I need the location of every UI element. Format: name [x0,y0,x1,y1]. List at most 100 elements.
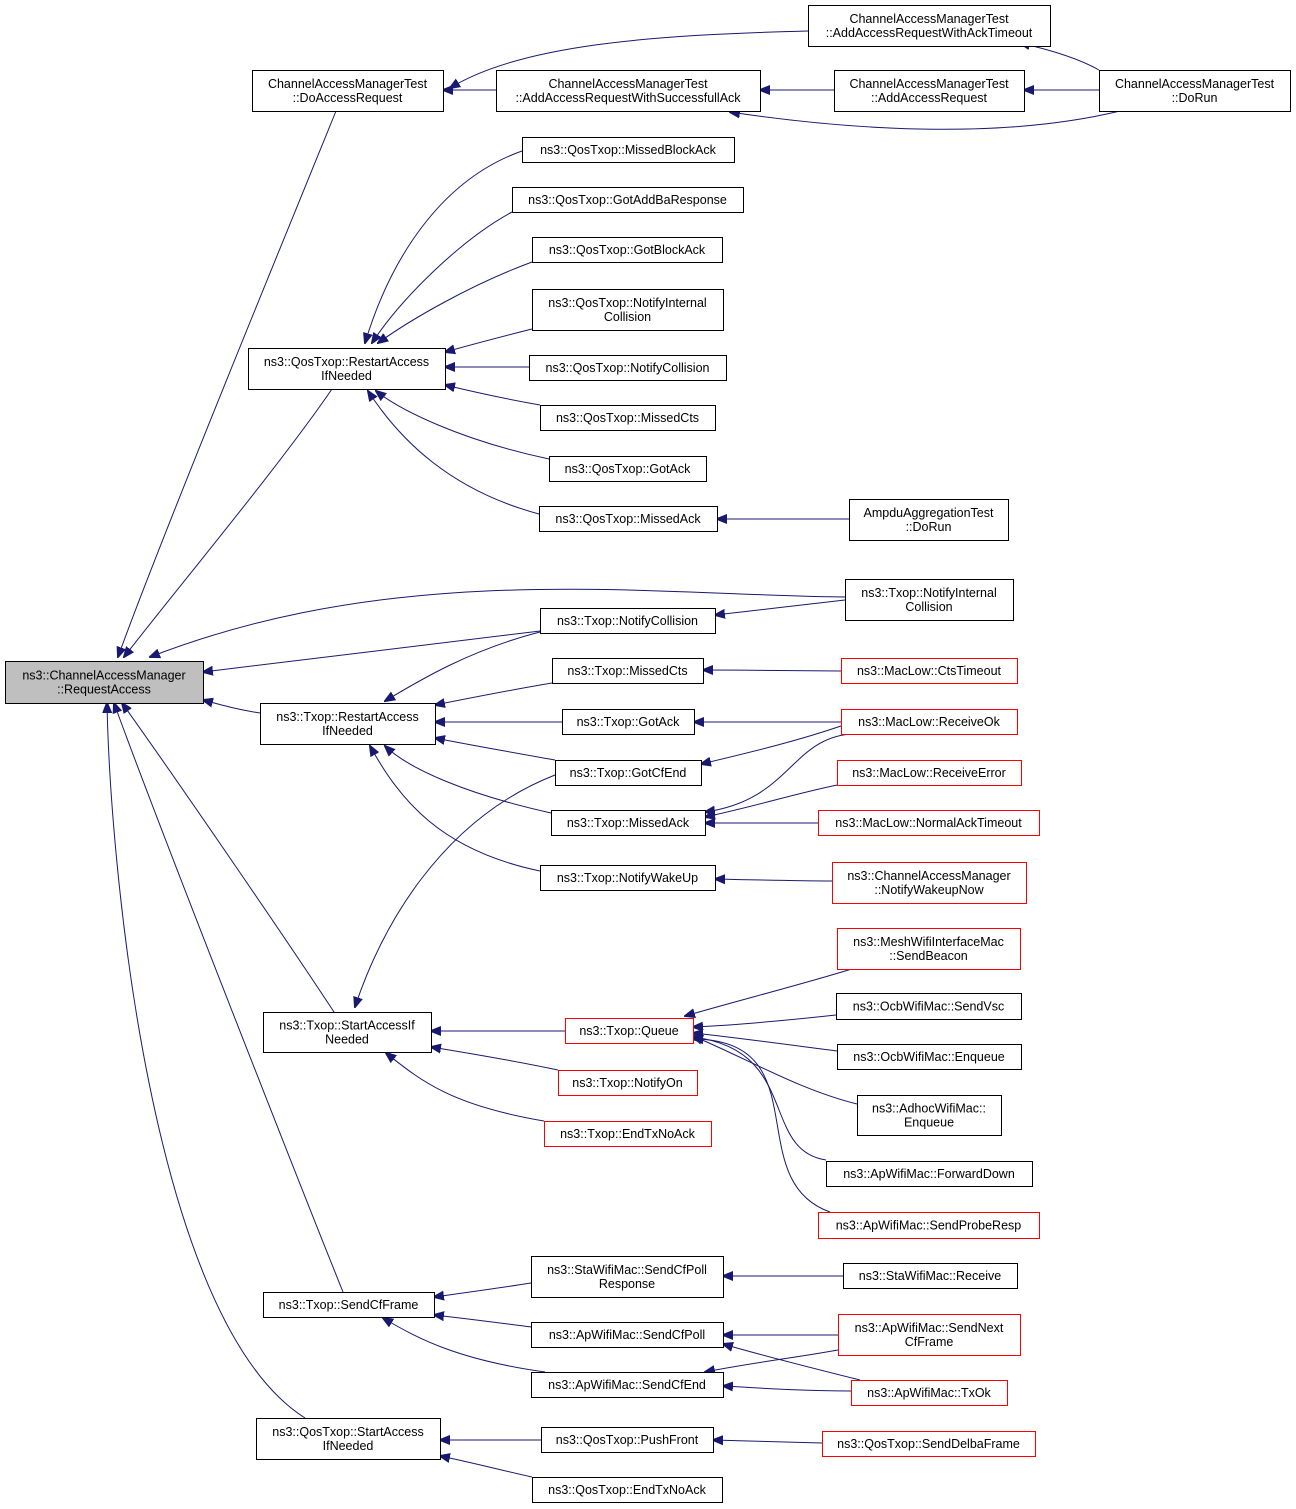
node-label-line: ns3::ApWifiMac::SendCfEnd [548,1378,706,1392]
call-edge-ocb_enqueue-to-txop_queue [693,1033,838,1052]
node-qos_missed_block_ack[interactable]: ns3::QosTxop::MissedBlockAck [522,137,735,163]
node-label-line: ::DoAccessRequest [293,91,403,105]
node-box [832,862,1027,904]
call-edge-adhoc_enqueue-to-txop_queue [693,1036,858,1105]
node-box [834,70,1025,112]
call-edge-txop_notify_collision-to-root [203,630,541,672]
node-box [540,608,716,634]
node-box [851,1380,1008,1406]
node-maclow_receive_error[interactable]: ns3::MacLow::ReceiveError [837,760,1022,786]
node-ampdu_test_do_run[interactable]: AmpduAggregationTest::DoRun [849,499,1009,541]
node-txop_notify_on[interactable]: ns3::Txop::NotifyOn [558,1070,698,1096]
node-label-line: ChannelAccessManagerTest [1115,77,1275,91]
node-cam_test_do_access_request[interactable]: ChannelAccessManagerTest::DoAccessReques… [252,70,444,112]
node-label-line: ::SendBeacon [889,949,968,963]
node-box [838,1314,1021,1356]
node-box [539,506,718,532]
node-label-line: ns3::Txop::Queue [579,1024,678,1038]
node-qos_got_ack[interactable]: ns3::QosTxop::GotAck [549,456,707,482]
node-label-line: ns3::MacLow::NormalAckTimeout [835,816,1022,830]
node-qos_got_addba_response[interactable]: ns3::QosTxop::GotAddBaResponse [512,187,744,213]
call-edge-txop_send_cf_frame-to-root [114,703,344,1293]
node-ocb_send_vsc[interactable]: ns3::OcbWifiMac::SendVsc [836,993,1022,1020]
node-txop_notify_wake_up[interactable]: ns3::Txop::NotifyWakeUp [540,865,716,891]
node-label-line: ns3::Txop::EndTxNoAck [560,1127,696,1141]
node-txop_missed_cts[interactable]: ns3::Txop::MissedCts [552,658,704,684]
node-label-line: Collision [905,600,952,614]
node-box [252,70,444,112]
node-label-line: ns3::ApWifiMac::ForwardDown [843,1167,1015,1181]
node-ocb_enqueue[interactable]: ns3::OcbWifiMac::Enqueue [837,1044,1022,1070]
node-cam_test_add_req_successfull_ack[interactable]: ChannelAccessManagerTest::AddAccessReque… [496,70,761,112]
call-edge-cam_test_do_run-to-cam_test_add_req_successfull_ack [730,111,1121,130]
call-edge-txop_end_tx_no_ack-to-txop_start_access [386,1053,545,1122]
node-txop_got_ack[interactable]: ns3::Txop::GotAck [562,709,695,735]
node-sta_receive[interactable]: ns3::StaWifiMac::Receive [843,1263,1018,1289]
node-cam_test_do_run[interactable]: ChannelAccessManagerTest::DoRun [1099,70,1291,112]
node-txop_end_tx_no_ack[interactable]: ns3::Txop::EndTxNoAck [544,1121,712,1147]
node-maclow_normal_ack_timeout[interactable]: ns3::MacLow::NormalAckTimeout [818,810,1040,836]
node-txop_missed_ack[interactable]: ns3::Txop::MissedAck [551,810,706,836]
node-txop_queue[interactable]: ns3::Txop::Queue [565,1018,694,1044]
node-label-line: ns3::MacLow::CtsTimeout [857,664,1002,678]
node-qos_notify_collision[interactable]: ns3::QosTxop::NotifyCollision [529,355,727,381]
node-box [549,456,707,482]
node-label-line: ns3::StaWifiMac::SendCfPoll [547,1263,707,1277]
node-label-line: ns3::ChannelAccessManager [22,669,185,683]
node-cam_notify_wakeup_now[interactable]: ns3::ChannelAccessManager::NotifyWakeupN… [832,862,1027,904]
node-label-line: ChannelAccessManagerTest [849,77,1009,91]
node-txop_notify_collision[interactable]: ns3::Txop::NotifyCollision [540,608,716,634]
call-edge-txop_missed_cts-to-txop_restart_access [435,682,553,705]
node-label-line: ns3::MeshWifiInterfaceMac [853,935,1004,949]
node-box [837,1044,1022,1070]
node-ap_forward_down[interactable]: ns3::ApWifiMac::ForwardDown [826,1161,1033,1187]
call-edge-txop_got_cf_end-to-txop_start_access [355,774,556,1007]
node-maclow_receive_ok[interactable]: ns3::MacLow::ReceiveOk [841,709,1018,735]
node-qos_send_delba_frame[interactable]: ns3::QosTxop::SendDelbaFrame [822,1431,1036,1457]
node-maclow_cts_timeout[interactable]: ns3::MacLow::CtsTimeout [841,658,1018,684]
node-label-line: ns3::QosTxop::MissedBlockAck [540,143,717,157]
node-ap_tx_ok[interactable]: ns3::ApWifiMac::TxOk [851,1380,1008,1406]
call-edge-qos_got_addba_response-to-qos_restart_access [372,211,513,343]
call-edge-txop_notify_on-to-txop_start_access [431,1047,559,1071]
node-txop_send_cf_frame[interactable]: ns3::Txop::SendCfFrame [263,1292,435,1318]
node-ap_send_probe_resp[interactable]: ns3::ApWifiMac::SendProbeResp [818,1212,1040,1239]
node-qos_missed_cts[interactable]: ns3::QosTxop::MissedCts [540,405,716,431]
node-adhoc_enqueue[interactable]: ns3::AdhocWifiMac::Enqueue [857,1095,1002,1136]
node-qos_missed_ack[interactable]: ns3::QosTxop::MissedAck [539,506,718,532]
node-label-line: ns3::MacLow::ReceiveError [852,766,1006,780]
node-box [841,658,1018,684]
node-box [857,1095,1002,1136]
node-cam_test_add_access_request[interactable]: ChannelAccessManagerTest::AddAccessReque… [834,70,1025,112]
node-box [826,1161,1033,1187]
node-qos_push_front[interactable]: ns3::QosTxop::PushFront [541,1427,714,1453]
call-edge-ap_forward_down-to-txop_queue [693,1037,827,1161]
node-box [531,1372,724,1398]
node-txop_got_cf_end[interactable]: ns3::Txop::GotCfEnd [555,760,702,786]
node-ap_send_cf_poll[interactable]: ns3::ApWifiMac::SendCfPoll [531,1322,724,1348]
node-root[interactable]: ns3::ChannelAccessManager::RequestAccess [5,661,204,704]
call-edge-ap_send_probe_resp-to-txop_queue [693,1039,831,1213]
node-cam_test_add_req_ack_timeout[interactable]: ChannelAccessManagerTest::AddAccessReque… [808,5,1051,47]
node-qos_got_block_ack[interactable]: ns3::QosTxop::GotBlockAck [532,237,723,263]
node-box [540,405,716,431]
call-edge-qos_end_tx_no_ack-to-qos_start_access [440,1456,533,1478]
node-box [529,355,727,381]
call-edge-ap_send_cf_end-to-txop_send_cf_frame [383,1318,546,1373]
node-ap_send_cf_end[interactable]: ns3::ApWifiMac::SendCfEnd [531,1372,724,1398]
node-label-line: ns3::Txop::RestartAccess [276,710,418,724]
node-box [248,348,446,390]
node-mesh_send_beacon[interactable]: ns3::MeshWifiInterfaceMac::SendBeacon [837,928,1021,970]
call-edge-ap_tx_ok-to-ap_send_cf_poll [723,1344,861,1381]
node-box [818,810,1040,836]
call-edge-txop_notify_collision-to-txop_restart_access [385,631,541,701]
node-qos_end_tx_no_ack[interactable]: ns3::QosTxop::EndTxNoAck [532,1477,723,1503]
